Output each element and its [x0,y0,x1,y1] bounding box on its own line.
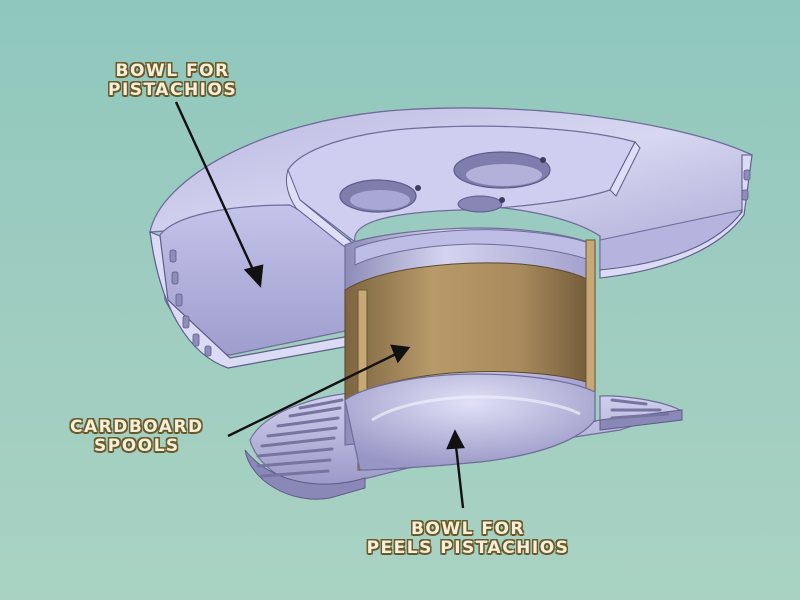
lower-bowl-cup [344,373,596,471]
label-line: SPOOLS [93,436,180,456]
label-line: BOWL FOR [410,519,526,539]
label-line: CARDBOARD [70,417,204,437]
label-bowl-for-peels-pistachios: BOWL FOR PEELS PISTACHIOS [360,520,576,558]
label-line: PEELS PISTACHIOS [366,538,570,558]
label-line: PISTACHIOS [108,80,238,100]
center-cap [285,125,641,257]
label-bowl-for-pistachios: BOWL FOR PISTACHIOS [108,62,237,100]
callout-arrows [174,101,465,509]
label-line: BOWL FOR [115,61,230,81]
label-cardboard-spools: CARDBOARD SPOOLS [70,418,204,456]
